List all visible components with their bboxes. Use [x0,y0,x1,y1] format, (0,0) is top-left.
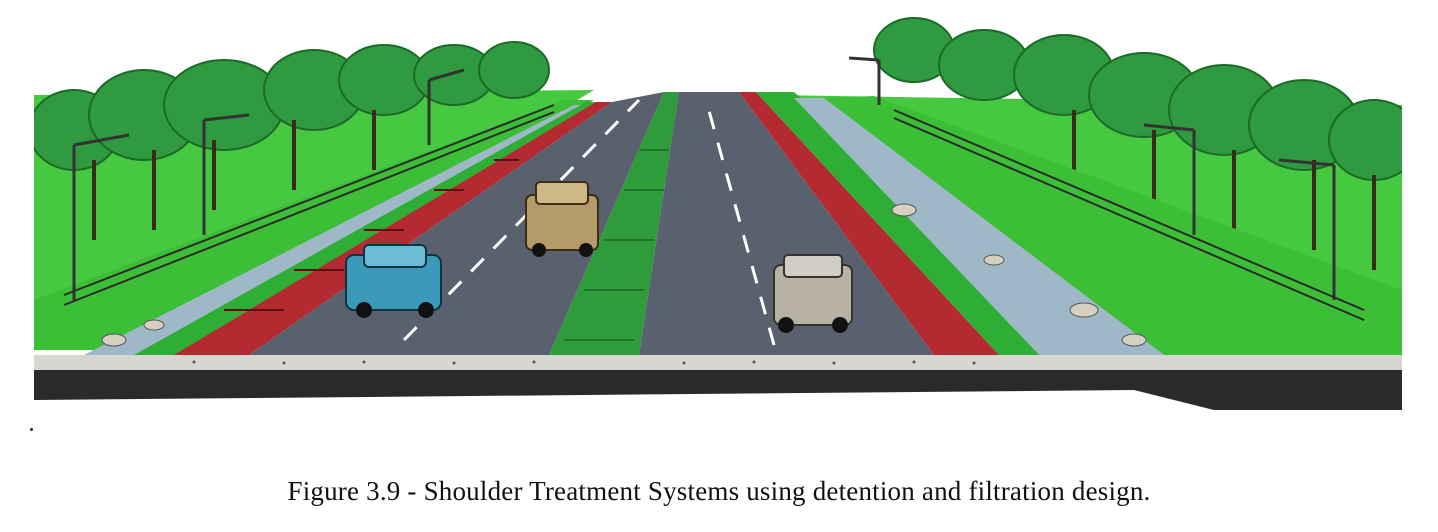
left-embankment [34,100,594,350]
gravel-base [34,355,1402,370]
gravel-dots [192,360,976,365]
rocks [101,203,1147,347]
right-filter-strip [739,92,999,355]
median-bioswale [549,92,679,355]
right-trees [873,17,1402,181]
left-swale-water [74,105,589,360]
silver-suv [773,254,853,333]
right-roadway [639,92,934,355]
stray-dot [30,428,33,431]
left-filter-strip-lines [224,159,519,311]
left-filter-strip [174,102,612,355]
blue-car [345,244,442,318]
left-trees [34,41,550,171]
soil-section [34,370,1402,410]
road-illustration [34,10,1402,430]
street-lights [72,56,1336,300]
right-tree-trunks [1072,110,1376,270]
figure-caption: Figure 3.9 - Shoulder Treatment Systems … [287,476,1151,506]
median-texture [564,149,669,341]
tan-suv [525,181,599,257]
right-lane-marking [704,99,776,346]
left-lane-marking [402,98,641,342]
fences [63,104,1365,321]
right-embankment [824,96,1402,370]
road-illustration-svg [34,17,1402,410]
left-tree-trunks [92,110,376,240]
left-grass-strip [134,102,599,355]
